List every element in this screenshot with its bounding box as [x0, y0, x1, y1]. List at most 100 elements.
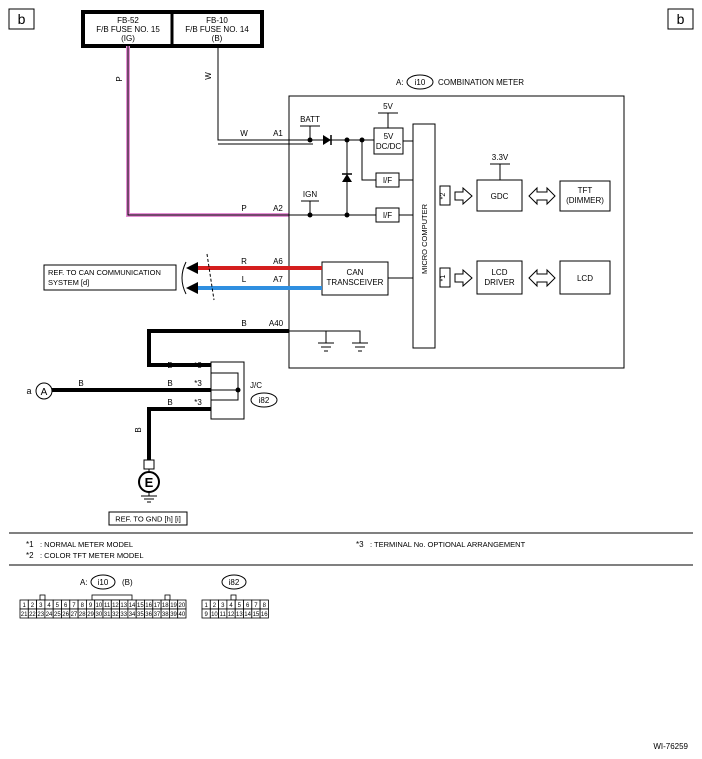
cv-i82-pin-number: 14	[244, 612, 251, 618]
cv-i82-pin-number: 10	[211, 612, 218, 618]
fuse-14-name: F/B FUSE NO. 14	[185, 25, 249, 34]
cv-i82-pin-number: 5	[238, 603, 242, 609]
cv-i10-pin-number: 1	[22, 603, 26, 609]
ground-icon-1	[318, 342, 334, 352]
cv-i10-pin-number: 29	[87, 612, 94, 618]
tft-box	[559, 180, 611, 212]
cv-i10-suffix: (B)	[122, 578, 133, 587]
jc-star-1: *3	[194, 361, 202, 370]
a2-wire-color: P	[241, 204, 246, 213]
corner-label-left: b	[18, 11, 26, 27]
cv-i10-pin-number: 35	[137, 612, 144, 618]
cv-i10-pin-number: 3	[39, 603, 43, 609]
ground-a-prefix: a	[26, 386, 31, 396]
cv-i10-pin-number: 5	[56, 603, 60, 609]
ground-e-letter: E	[145, 475, 154, 490]
a1-wire-color: W	[240, 129, 248, 138]
ign-label: IGN	[303, 190, 317, 199]
cv-i10-pin-number: 7	[72, 603, 76, 609]
dcdc-line2: DC/DC	[376, 142, 402, 151]
lcd-driver-line1: LCD	[491, 268, 507, 277]
micro-computer-box	[412, 123, 436, 349]
fuse15-wire-color: P	[115, 76, 124, 81]
cv-i10-pin-number: 14	[129, 603, 136, 609]
if2-label: I/F	[383, 211, 392, 220]
cv-i10-pin-number: 21	[21, 612, 28, 618]
batt-label: BATT	[300, 115, 320, 124]
a2-pin: A2	[273, 204, 283, 213]
batt-diode-icon	[323, 135, 331, 145]
internal-gnd-bus	[289, 330, 361, 343]
fuse-15: FB-52 F/B FUSE NO. 15 (IG)	[96, 16, 160, 43]
jc-node	[235, 387, 241, 393]
cv-i82-pin-number: 8	[263, 603, 267, 609]
zener-diode-icon	[342, 174, 352, 182]
jc-label: J/C	[250, 381, 262, 390]
meter-connector-oval	[406, 74, 434, 90]
cv-i10-pin-number: 11	[104, 603, 111, 609]
lcd-box	[559, 260, 611, 295]
cv-i10-pin-number: 15	[137, 603, 144, 609]
cv-i10-pin-number: 33	[120, 612, 127, 618]
v5-label: 5V	[383, 102, 393, 111]
a7-wire-color: L	[242, 275, 247, 284]
fuse-14-id: FB-10	[206, 16, 228, 25]
cv-i82-pin-number: 1	[204, 603, 208, 609]
pink-wire-outline	[127, 46, 289, 216]
can-ref-box	[43, 264, 177, 291]
tft-line2: (DIMMER)	[566, 196, 604, 205]
pink-wire	[126, 46, 289, 217]
gnd-e-wire-color: B	[134, 427, 143, 432]
a6-pin: A6	[273, 257, 283, 266]
corner-box-left	[8, 8, 35, 30]
combination-meter-box	[288, 95, 625, 369]
note1-text: : NORMAL METER MODEL	[40, 540, 133, 549]
white-wire	[217, 46, 289, 141]
cv-i10-pin-number: 40	[179, 612, 186, 618]
corner-label-right: b	[677, 11, 685, 27]
cv-i82-pin-number: 16	[261, 612, 268, 618]
meter-prefix: A:	[396, 78, 404, 87]
cv-i82-pin-number: 3	[221, 603, 225, 609]
gnd-e-terminal	[143, 459, 155, 470]
can-line2: TRANSCEIVER	[327, 278, 384, 287]
cv-i10-pin-number: 31	[104, 612, 111, 618]
lcd-driver-line2: DRIVER	[484, 278, 514, 287]
cv-i10-name: i10	[98, 578, 109, 587]
meter-name: COMBINATION METER	[438, 78, 524, 87]
note3-mark: *3	[356, 540, 364, 549]
tft-line1: TFT	[578, 186, 593, 195]
cv-i10-pin-number: 4	[47, 603, 51, 609]
cv-i10-pin-number: 13	[120, 603, 127, 609]
cv-i10-pin-number: 24	[46, 612, 53, 618]
cv-i10-pin-number: 23	[37, 612, 44, 618]
a40-pin: A40	[269, 319, 284, 328]
twisted-pair-mark	[206, 253, 215, 301]
cv-i10-pin-number: 38	[162, 612, 169, 618]
ground-a-wire-color: B	[78, 379, 83, 388]
note2-text: : COLOR TFT METER MODEL	[40, 551, 143, 560]
a1-pin: A1	[273, 129, 283, 138]
cv-i82-pin-number: 4	[229, 603, 233, 609]
cv-i10-pin-number: 16	[145, 603, 152, 609]
fuse14-wire-color: W	[204, 72, 213, 80]
gnd-ref-box	[108, 511, 188, 526]
cv-i10-pin-number: 20	[179, 603, 186, 609]
cv-i10-pin-number: 17	[154, 603, 161, 609]
if1-label: I/F	[383, 176, 392, 185]
cv-i82-pin-number: 6	[246, 603, 250, 609]
fuse-15-type: (IG)	[121, 34, 135, 43]
cv-i10-pin-number: 26	[62, 612, 69, 618]
a7-pin: A7	[273, 275, 283, 284]
cv-i10-pin-number: 39	[170, 612, 177, 618]
cv-i10-pin-number: 37	[154, 612, 161, 618]
jc-star-2: *3	[194, 379, 202, 388]
figure-id: WI-76259	[653, 742, 688, 751]
ground-a-letter: A	[41, 387, 48, 398]
cv-i10-pin-number: 2	[31, 603, 35, 609]
can-high-arrow-icon	[186, 262, 198, 274]
lcd-driver-lcd-arrow-icon	[528, 268, 556, 288]
cv-i10-pin-number: 18	[162, 603, 169, 609]
